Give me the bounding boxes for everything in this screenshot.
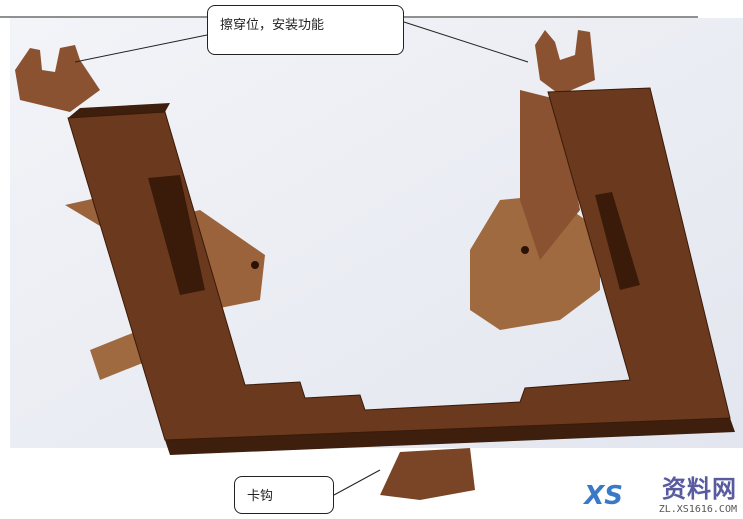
hole xyxy=(251,261,259,269)
bottom-hook xyxy=(380,448,475,500)
callout-snap-hook: 卡钩 xyxy=(234,476,334,514)
left-hook xyxy=(15,45,100,112)
bracket-part xyxy=(15,30,735,500)
watermark-url: ZL.XS1616.COM xyxy=(658,504,737,515)
hole xyxy=(521,246,529,254)
right-hook xyxy=(535,30,595,95)
callout-parting-mount: 擦穿位，安装功能 xyxy=(207,5,404,55)
right-tab xyxy=(470,195,600,330)
callout-label: 卡钩 xyxy=(247,489,274,504)
watermark: 资料网 ZL.XS1616.COM xyxy=(659,469,737,515)
left-tab-lower xyxy=(90,330,150,380)
right-window xyxy=(595,192,640,290)
watermark-logo: XS xyxy=(584,481,623,511)
left-window xyxy=(148,175,205,295)
watermark-name: 资料网 xyxy=(662,475,737,503)
callout-label: 擦穿位，安装功能 xyxy=(220,18,325,33)
frame-face xyxy=(67,87,731,441)
leader-lines xyxy=(74,21,529,496)
